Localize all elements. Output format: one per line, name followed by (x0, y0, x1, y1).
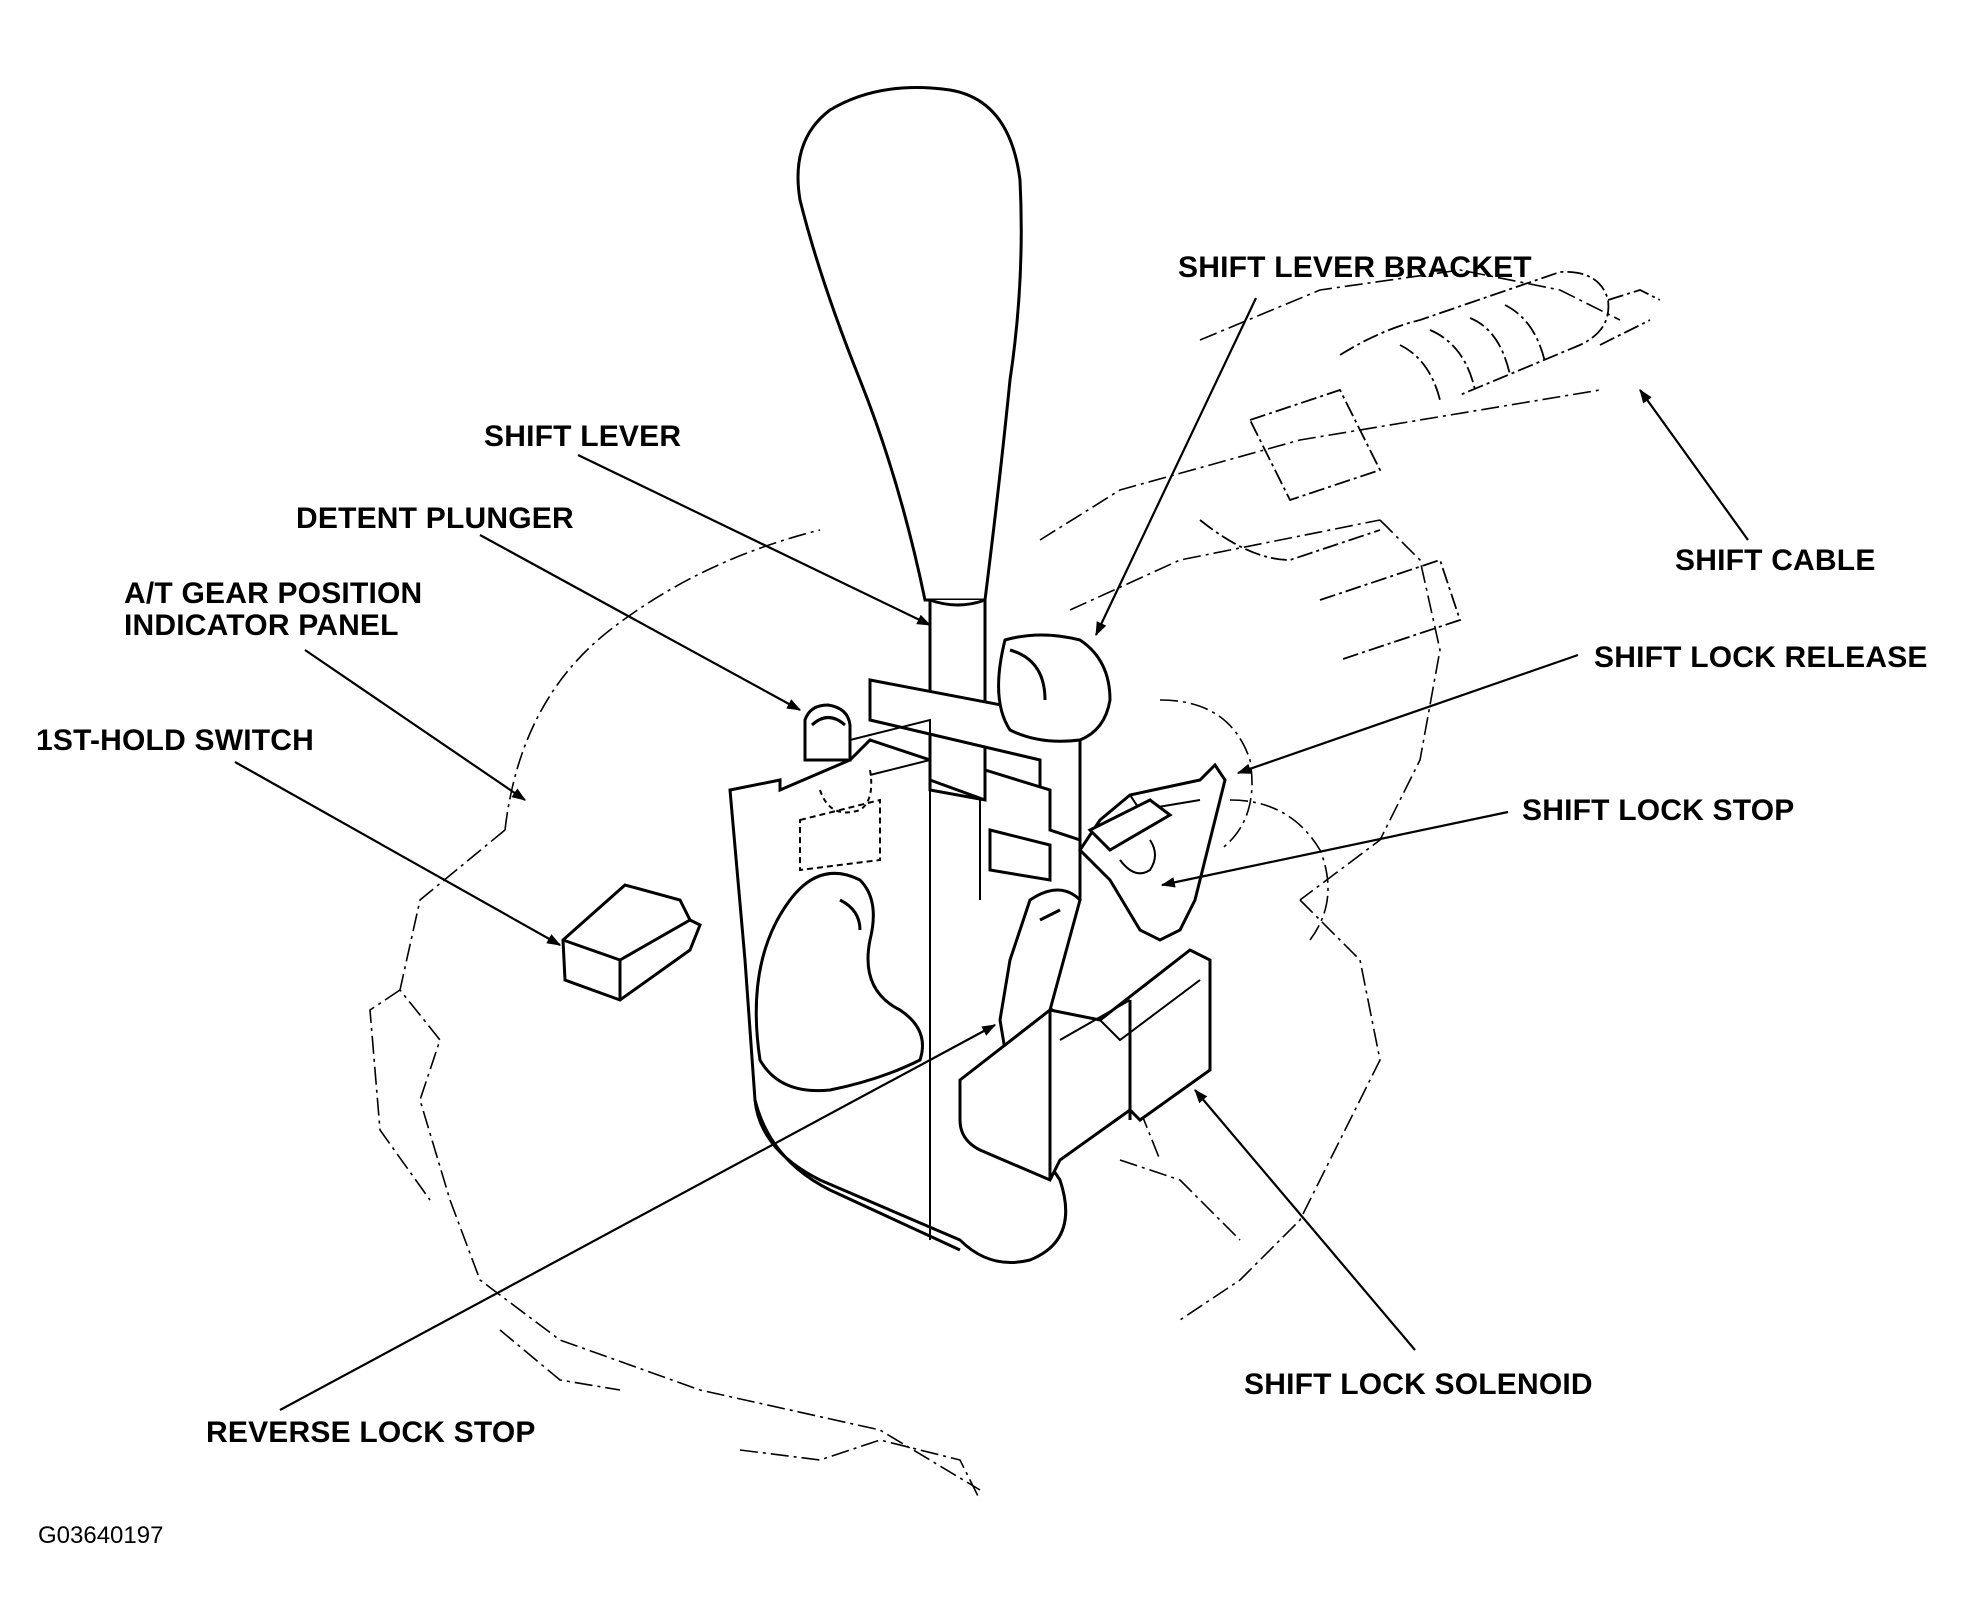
leader-shift-lock-stop (1160, 810, 1509, 888)
detent-cam (754, 871, 924, 1093)
leader-first-hold-switch (234, 761, 562, 946)
leader-shift-lock-solenoid (1194, 1089, 1416, 1351)
label-at-gear-position-line2: INDICATOR PANEL (124, 609, 399, 642)
leader-detent-plunger (479, 534, 802, 711)
leader-at-gear-position (304, 649, 526, 801)
leader-shift-lever (577, 454, 932, 626)
label-shift-lever-bracket: SHIFT LEVER BRACKET (1178, 251, 1532, 284)
shift-lock-release-lever (1078, 762, 1227, 942)
label-shift-lock-stop: SHIFT LOCK STOP (1522, 794, 1795, 827)
label-shift-cable: SHIFT CABLE (1675, 544, 1876, 577)
leader-shift-lock-release (1236, 653, 1579, 775)
detent-plunger-shape (803, 703, 931, 814)
console-housing-outline (369, 269, 1621, 1501)
shift-cable-body (1199, 271, 1661, 661)
label-shift-lock-solenoid: SHIFT LOCK SOLENOID (1244, 1368, 1593, 1401)
label-shift-lock-release: SHIFT LOCK RELEASE (1594, 641, 1928, 674)
leader-shift-cable (1639, 389, 1749, 541)
figure-id: G03640197 (38, 1522, 164, 1549)
shift-lock-stop-shape (1087, 798, 1173, 875)
label-shift-lever: SHIFT LEVER (484, 420, 682, 453)
shift-lever-bracket-shape (868, 633, 1112, 842)
shift-knob (796, 86, 1023, 602)
first-hold-switch-shape (561, 883, 702, 1002)
label-reverse-lock-stop: REVERSE LOCK STOP (206, 1416, 536, 1449)
leader-shift-lever-bracket (1095, 297, 1257, 637)
leader-reverse-lock-stop (279, 1024, 997, 1411)
label-at-gear-position-line1: A/T GEAR POSITION (124, 577, 423, 610)
label-first-hold-switch: 1ST-HOLD SWITCH (36, 724, 314, 757)
leader-lines (234, 297, 1749, 1411)
shift-lock-solenoid-shape (958, 948, 1212, 1182)
label-detent-plunger: DETENT PLUNGER (296, 502, 574, 535)
